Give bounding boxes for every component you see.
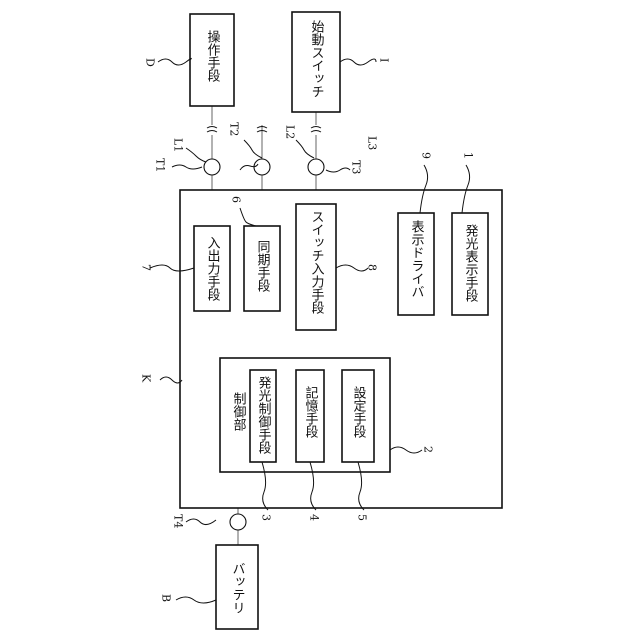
ref-b: B — [160, 594, 173, 602]
ref-3: 3 — [260, 514, 273, 521]
ref-t1: T1 — [154, 158, 167, 172]
light-display-label: 発光表示手段 — [463, 224, 479, 302]
operation-means-label: 操作手段 — [205, 29, 221, 82]
ref-l1: L1 — [172, 138, 185, 152]
control-unit-label: 制御部 — [231, 392, 247, 431]
display-driver-label: 表示ドライバ — [409, 220, 425, 298]
ref-l3: L3 — [366, 136, 379, 150]
switch-input-label: スイッチ入力手段 — [309, 210, 325, 314]
ref-t4: T4 — [172, 514, 185, 528]
ref-1: 1 — [462, 152, 475, 159]
line-breaks — [207, 127, 321, 133]
terminal-t4 — [230, 514, 246, 530]
ref-i-top: I — [378, 58, 391, 62]
ref-k: K — [140, 374, 153, 383]
ref-d: D — [144, 58, 157, 67]
storage-means-label: 記憶手段 — [303, 385, 319, 438]
start-switch-label: 始動スイッチ — [309, 20, 325, 98]
terminal-t2 — [254, 159, 270, 175]
ref-7: 7 — [140, 264, 153, 271]
ref-t3: T3 — [350, 160, 363, 174]
io-means-label: 入出力手段 — [205, 236, 221, 301]
sync-means-label: 同期手段 — [255, 240, 271, 292]
ref-5: 5 — [356, 514, 369, 521]
setting-means-label: 設定手段 — [351, 385, 367, 438]
ref-6: 6 — [230, 196, 243, 203]
terminal-t3 — [308, 159, 324, 175]
battery-label: バッテリ — [230, 562, 246, 614]
ref-8: 8 — [366, 264, 379, 271]
ref-t2: T2 — [228, 122, 241, 136]
light-control-label: 発光制御手段 — [256, 376, 272, 454]
terminal-t1 — [204, 159, 220, 175]
ref-l2: L2 — [284, 125, 297, 139]
ref-9: 9 — [420, 152, 433, 159]
ref-2: 2 — [422, 446, 435, 453]
ref-4: 4 — [308, 514, 321, 521]
